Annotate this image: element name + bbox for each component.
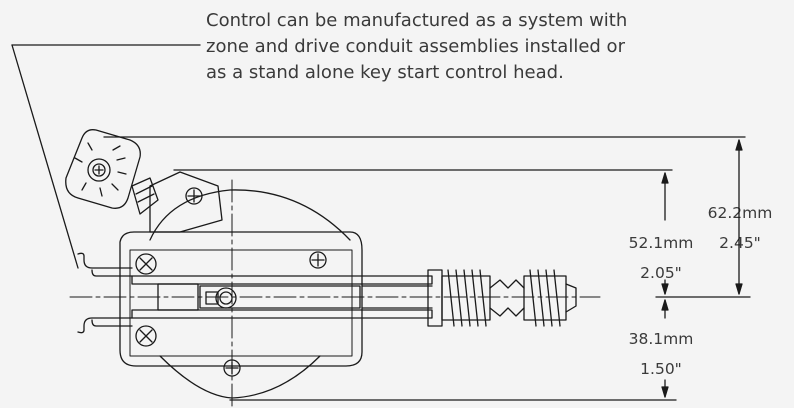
callout-note-line: zone and drive conduit assemblies instal… — [206, 36, 625, 57]
dimension-metric: 62.2mm — [707, 204, 773, 222]
dimension-lower-height: 38.1mm 1.50" — [626, 324, 696, 384]
control-shaft — [131, 269, 443, 327]
dimension-metric: 38.1mm — [628, 330, 694, 348]
dimension-overall-height: 62.2mm 2.45" — [700, 198, 780, 258]
control-housing — [119, 189, 363, 399]
dimension-imperial: 2.45" — [719, 234, 761, 252]
cable-hooks — [77, 252, 133, 334]
callout-note-line: as a stand alone key start control head. — [206, 62, 564, 83]
dimension-upper-height: 52.1mm 2.05" — [626, 228, 696, 288]
terminal-screws — [135, 253, 157, 347]
key-tab — [65, 129, 159, 215]
dimension-lines — [103, 136, 751, 401]
dimension-imperial: 2.05" — [640, 264, 682, 282]
dimension-metric: 52.1mm — [628, 234, 694, 252]
conduit-spring — [441, 269, 577, 327]
callout-note-line: Control can be manufactured as a system … — [206, 10, 628, 31]
leader-line — [11, 44, 201, 269]
callout-note: Control can be manufactured as a system … — [206, 8, 676, 86]
dimension-imperial: 1.50" — [640, 360, 682, 378]
